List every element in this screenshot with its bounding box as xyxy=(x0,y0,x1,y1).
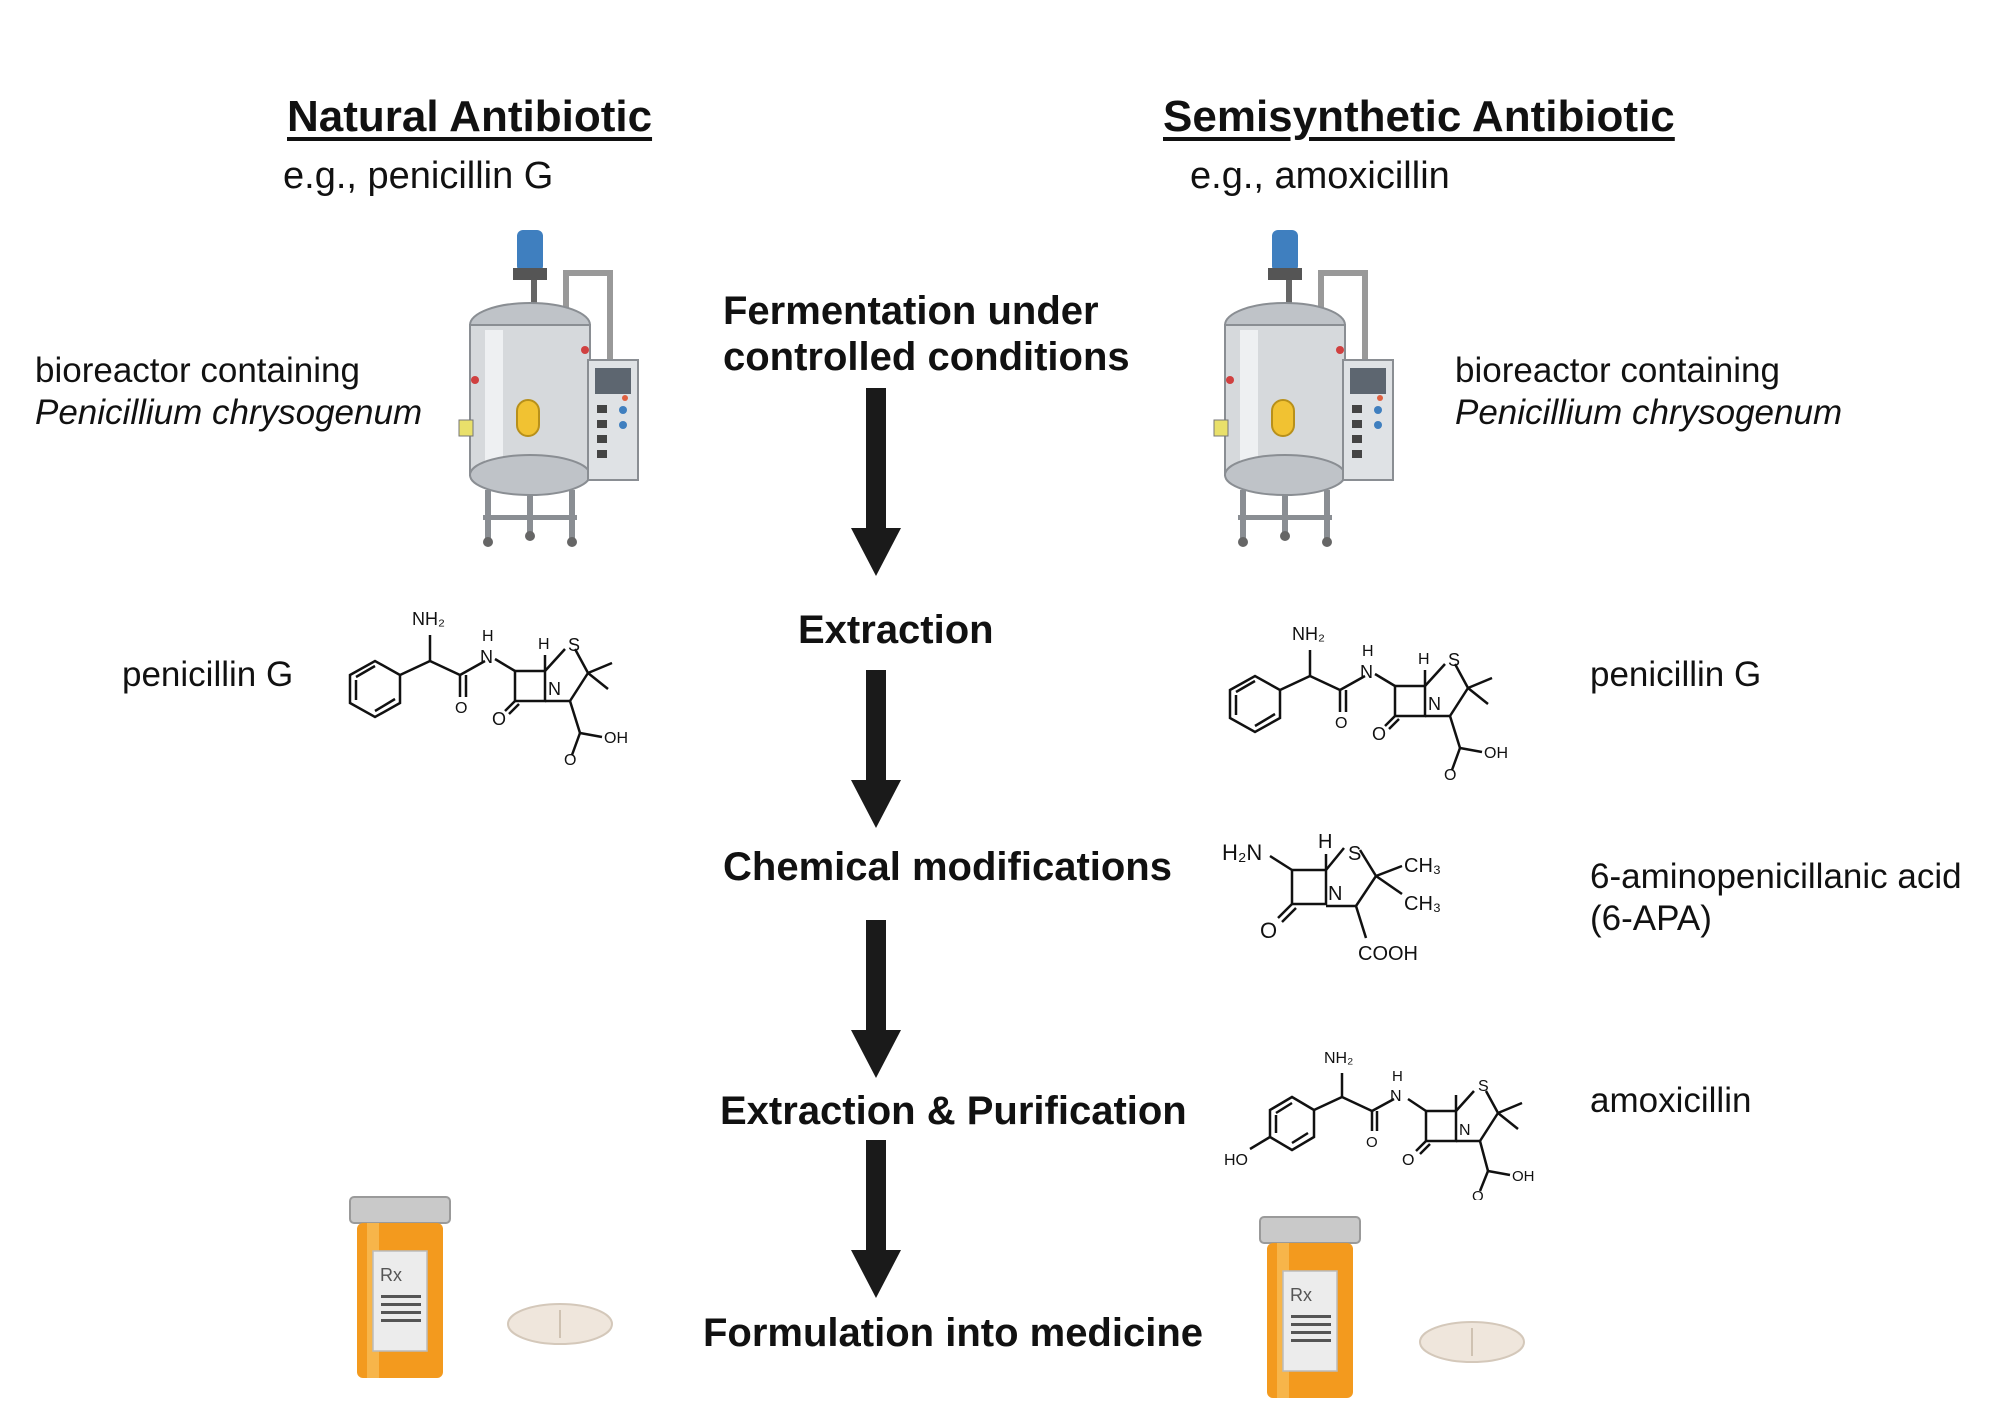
arrow-down-2 xyxy=(851,670,901,828)
text-ring-n: N xyxy=(1459,1122,1471,1139)
step-formulation: Formulation into medicine xyxy=(703,1311,1204,1355)
text-ring-n: N xyxy=(548,679,561,699)
text-o-lactam: O xyxy=(1402,1152,1414,1169)
natural-antibiotic-title: Natural Antibiotic xyxy=(287,92,653,141)
text-s: S xyxy=(568,635,580,655)
text-h2: H xyxy=(1418,651,1430,668)
text-n: N xyxy=(1390,1088,1402,1105)
text-ch3-top: CH₃ xyxy=(1404,855,1441,877)
text-o-amide: O xyxy=(1366,1134,1378,1151)
text-o-acid: O xyxy=(1472,1188,1484,1200)
text-h2n: H₂N xyxy=(1222,840,1262,865)
text-n: N xyxy=(1328,883,1342,905)
arrow-down-3 xyxy=(851,920,901,1078)
6-apa-label-line2: (6-APA) xyxy=(1590,899,1712,938)
text-n: N xyxy=(480,647,493,667)
text-nh2: NH₂ xyxy=(1292,624,1325,644)
left-penicillin-g-label: penicillin G xyxy=(122,655,294,694)
text-nh2: NH₂ xyxy=(412,609,445,629)
text-oh: OH xyxy=(1512,1168,1535,1185)
6-apa-structure: H₂N H S N O CH₃ CH₃ COOH xyxy=(1222,831,1441,965)
6-apa-label: 6-aminopenicillanic acid (6-APA) xyxy=(1590,856,1962,940)
left-pill-icon xyxy=(507,1303,613,1345)
text-h: H xyxy=(482,628,494,645)
natural-example: e.g., penicillin G xyxy=(283,155,554,197)
step-chemical-modifications: Chemical modifications xyxy=(723,845,1172,889)
text-o-lactam: O xyxy=(492,709,506,729)
arrow-down-1 xyxy=(851,388,901,576)
text-h: H xyxy=(1318,831,1332,853)
right-organism-name: Penicillium chrysogenum xyxy=(1455,393,1843,432)
left-penicillin-g-structure: NH₂ N H H S N O O O OH xyxy=(348,609,628,765)
text-o-lactam: O xyxy=(1372,724,1386,744)
text-ring-n: N xyxy=(1428,694,1441,714)
text-n: N xyxy=(1360,662,1373,682)
step-fermentation-line2: controlled conditions xyxy=(723,335,1130,379)
left-bottle-rx: Rx xyxy=(380,1265,402,1285)
right-penicillin-g-label: penicillin G xyxy=(1590,655,1762,694)
semisynthetic-example: e.g., amoxicillin xyxy=(1190,155,1450,197)
6-apa-label-line1: 6-aminopenicillanic acid xyxy=(1590,857,1962,896)
right-pill-bottle-icon: Rx xyxy=(1259,1216,1361,1398)
text-h2: H xyxy=(538,636,550,653)
step-fermentation-line1: Fermentation under xyxy=(723,289,1099,333)
right-bioreactor-label-line2: Penicillium chrysogenum xyxy=(1455,392,1842,434)
text-h: H xyxy=(1392,1068,1403,1085)
text-o-acid: O xyxy=(1444,767,1456,780)
left-bioreactor-label-line1: bioreactor containing xyxy=(35,351,360,390)
text-h: H xyxy=(1362,643,1374,660)
right-bottle-rx: Rx xyxy=(1290,1285,1312,1305)
text-nh2: NH₂ xyxy=(1324,1050,1353,1067)
right-pill-icon xyxy=(1419,1321,1525,1363)
semisynthetic-antibiotic-title: Semisynthetic Antibiotic xyxy=(1163,92,1675,141)
text-o: O xyxy=(1260,918,1277,943)
amoxicillin-structure: HO NH₂ H N S N O O O OH xyxy=(1224,1050,1535,1200)
text-cooh: COOH xyxy=(1358,943,1418,965)
step-fermentation: Fermentation under controlled conditions xyxy=(723,288,1130,380)
text-oh: OH xyxy=(604,730,628,747)
text-s: S xyxy=(1448,650,1460,670)
text-ho: HO xyxy=(1224,1152,1248,1169)
left-bioreactor-label: bioreactor containing Penicillium chryso… xyxy=(35,350,422,434)
left-pill-bottle-icon: Rx xyxy=(349,1196,451,1378)
right-bioreactor-label: bioreactor containing Penicillium chryso… xyxy=(1455,350,1842,434)
text-oh: OH xyxy=(1484,745,1508,762)
left-organism-name: Penicillium chrysogenum xyxy=(35,393,423,432)
text-s: S xyxy=(1348,843,1361,865)
text-ch3-bottom: CH₃ xyxy=(1404,893,1441,915)
amoxicillin-label: amoxicillin xyxy=(1590,1081,1752,1120)
right-penicillin-g-structure: NH₂ N H H S N O O O OH xyxy=(1228,624,1508,780)
text-o-amide: O xyxy=(455,700,467,717)
text-s: S xyxy=(1478,1078,1489,1095)
arrow-down-4 xyxy=(851,1140,901,1298)
step-extraction-purification: Extraction & Purification xyxy=(720,1089,1187,1133)
left-bioreactor-label-line2: Penicillium chrysogenum xyxy=(35,392,422,434)
step-extraction: Extraction xyxy=(798,608,994,652)
text-o-amide: O xyxy=(1335,715,1347,732)
right-bioreactor-icon xyxy=(1213,230,1394,547)
left-bioreactor-icon xyxy=(458,230,639,547)
text-o-acid: O xyxy=(564,752,576,765)
right-bioreactor-label-line1: bioreactor containing xyxy=(1455,351,1780,390)
